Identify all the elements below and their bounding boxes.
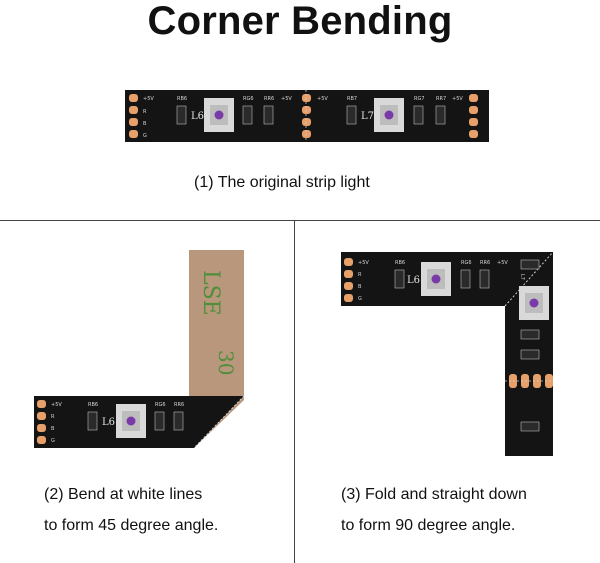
caption-90-line2: to form 90 degree angle. (341, 517, 516, 534)
led-l7-90 (519, 286, 549, 320)
label-rb7: RB7 (347, 96, 357, 102)
label-b: B (143, 121, 147, 127)
pads-45 (37, 400, 46, 444)
label-r-90: R (358, 272, 362, 278)
label-rb6-45: RB6 (88, 402, 98, 408)
label-l7: L7 (361, 111, 374, 122)
label-g-90: G (358, 296, 362, 302)
middle-solder-pads (302, 94, 311, 138)
led-l6 (204, 98, 234, 132)
resistors (176, 105, 446, 125)
bend-45-image: LSE 30 +5V R B G RB6 RG6 RR6 L6 (34, 250, 245, 449)
label-5v-right: +5V (452, 96, 463, 102)
label-l7-90: L7 (519, 274, 525, 280)
resistors-45 (87, 411, 184, 431)
led-l7 (374, 98, 404, 132)
label-rb6-90: RB6 (395, 260, 405, 266)
label-5v-mid2: +5V (317, 96, 328, 102)
label-l6-90: L6 (407, 275, 420, 286)
caption-original: (1) The original strip light (194, 174, 370, 191)
label-rr6: RR6 (264, 96, 274, 102)
caption-90-line1: (3) Fold and straight down (341, 486, 527, 503)
page-title: Corner Bending (147, 0, 453, 43)
led-l6-90 (421, 262, 451, 296)
caption-45-line1: (2) Bend at white lines (44, 486, 203, 503)
tape-print-lse: LSE (198, 270, 223, 316)
label-rg6-90: RG6 (461, 260, 472, 266)
label-g-45: G (51, 438, 55, 444)
label-r: R (143, 109, 147, 115)
label-5v-45: +5V (51, 402, 62, 408)
label-5v-mid: +5V (281, 96, 292, 102)
left-solder-pads (129, 94, 138, 138)
label-5v-90: +5V (358, 260, 369, 266)
label-l6: L6 (191, 111, 204, 122)
label-rg7: RG7 (414, 96, 425, 102)
label-b-90: B (358, 284, 362, 290)
pads-90-left (344, 258, 353, 302)
resistors-90-down (520, 259, 540, 432)
horizontal-divider (0, 220, 600, 221)
resistors-90-top (394, 269, 490, 289)
label-g: G (143, 133, 147, 139)
label-rr6-90: RR6 (480, 260, 490, 266)
right-solder-pads (469, 94, 478, 138)
label-rg6: RG6 (243, 96, 254, 102)
label-rg6-45: RG6 (155, 402, 166, 408)
label-rr7: RR7 (436, 96, 446, 102)
label-r-45: R (51, 414, 55, 420)
label-rb6: RB6 (177, 96, 187, 102)
label-l6-45: L6 (102, 417, 115, 428)
label-b-45: B (51, 426, 55, 432)
fold-90-image: +5V R B G RB6 RG6 RR6 +5V L6 L7 (341, 251, 554, 456)
original-strip-image: +5V R B G RB6 RG6 RR6 +5V +5V RB7 RG7 RR… (125, 90, 489, 142)
caption-45-line2: to form 45 degree angle. (44, 517, 219, 534)
label-5v-90-b: +5V (497, 260, 508, 266)
tape-print-30: 30 (214, 350, 238, 375)
led-l6-45 (116, 404, 146, 438)
label-5v: +5V (143, 96, 154, 102)
label-rr6-45: RR6 (174, 402, 184, 408)
vertical-divider (294, 220, 295, 563)
